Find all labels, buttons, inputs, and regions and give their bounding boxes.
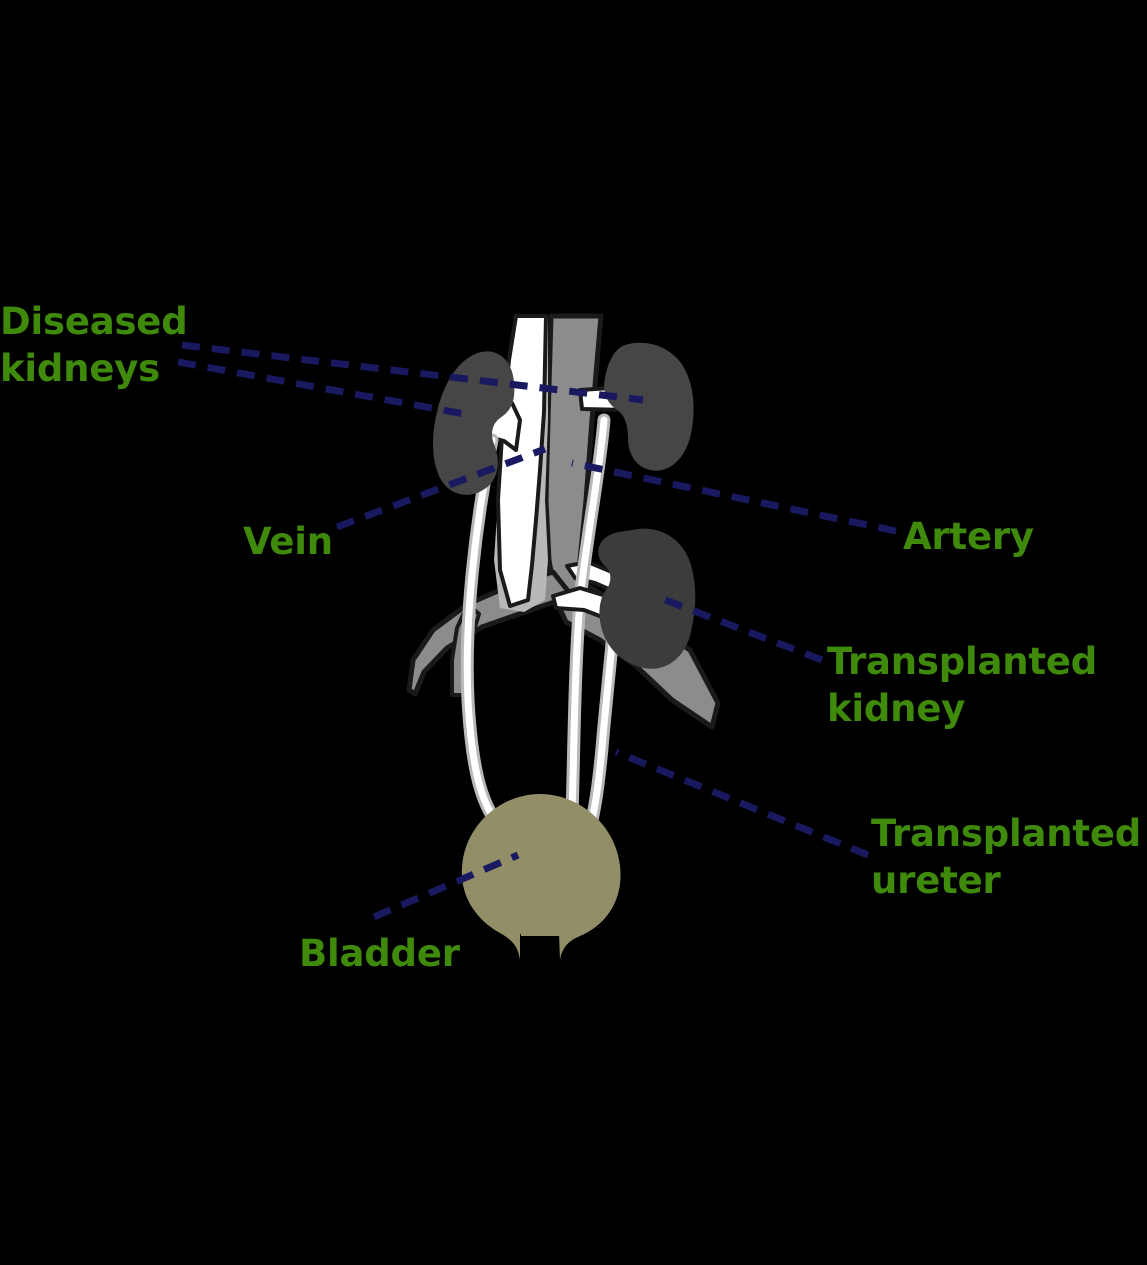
bladder [461, 794, 621, 960]
label-artery: Artery [903, 515, 1034, 558]
label-transplanted-kidney: Transplanted kidney [827, 640, 1098, 731]
label-diseased-kidneys: Diseased kidneys [0, 300, 188, 391]
leader-transplanted-ureter [614, 748, 870, 859]
kidney-group [433, 342, 696, 669]
left-iliac-artery [406, 569, 575, 697]
leader-bladder [372, 851, 520, 921]
leader-diseased-left-kidney [177, 358, 471, 419]
transplanted-kidney [598, 528, 696, 669]
bladder-group [461, 794, 621, 960]
leader-vein [335, 445, 547, 531]
leader-artery [571, 459, 897, 535]
label-transplanted-ureter: Transplanted ureter [871, 812, 1142, 903]
diseased-kidney-left [433, 351, 515, 495]
leader-line-group [177, 341, 897, 921]
leader-diseased-right-kidney [181, 341, 644, 404]
urethra-stub [521, 900, 560, 936]
diseased-kidney-right [604, 342, 694, 471]
aorta-artery [543, 313, 721, 730]
vessel-group [406, 313, 721, 841]
label-vein: Vein [243, 520, 333, 563]
label-bladder: Bladder [299, 932, 460, 975]
ureter-left-lumen [463, 436, 509, 836]
